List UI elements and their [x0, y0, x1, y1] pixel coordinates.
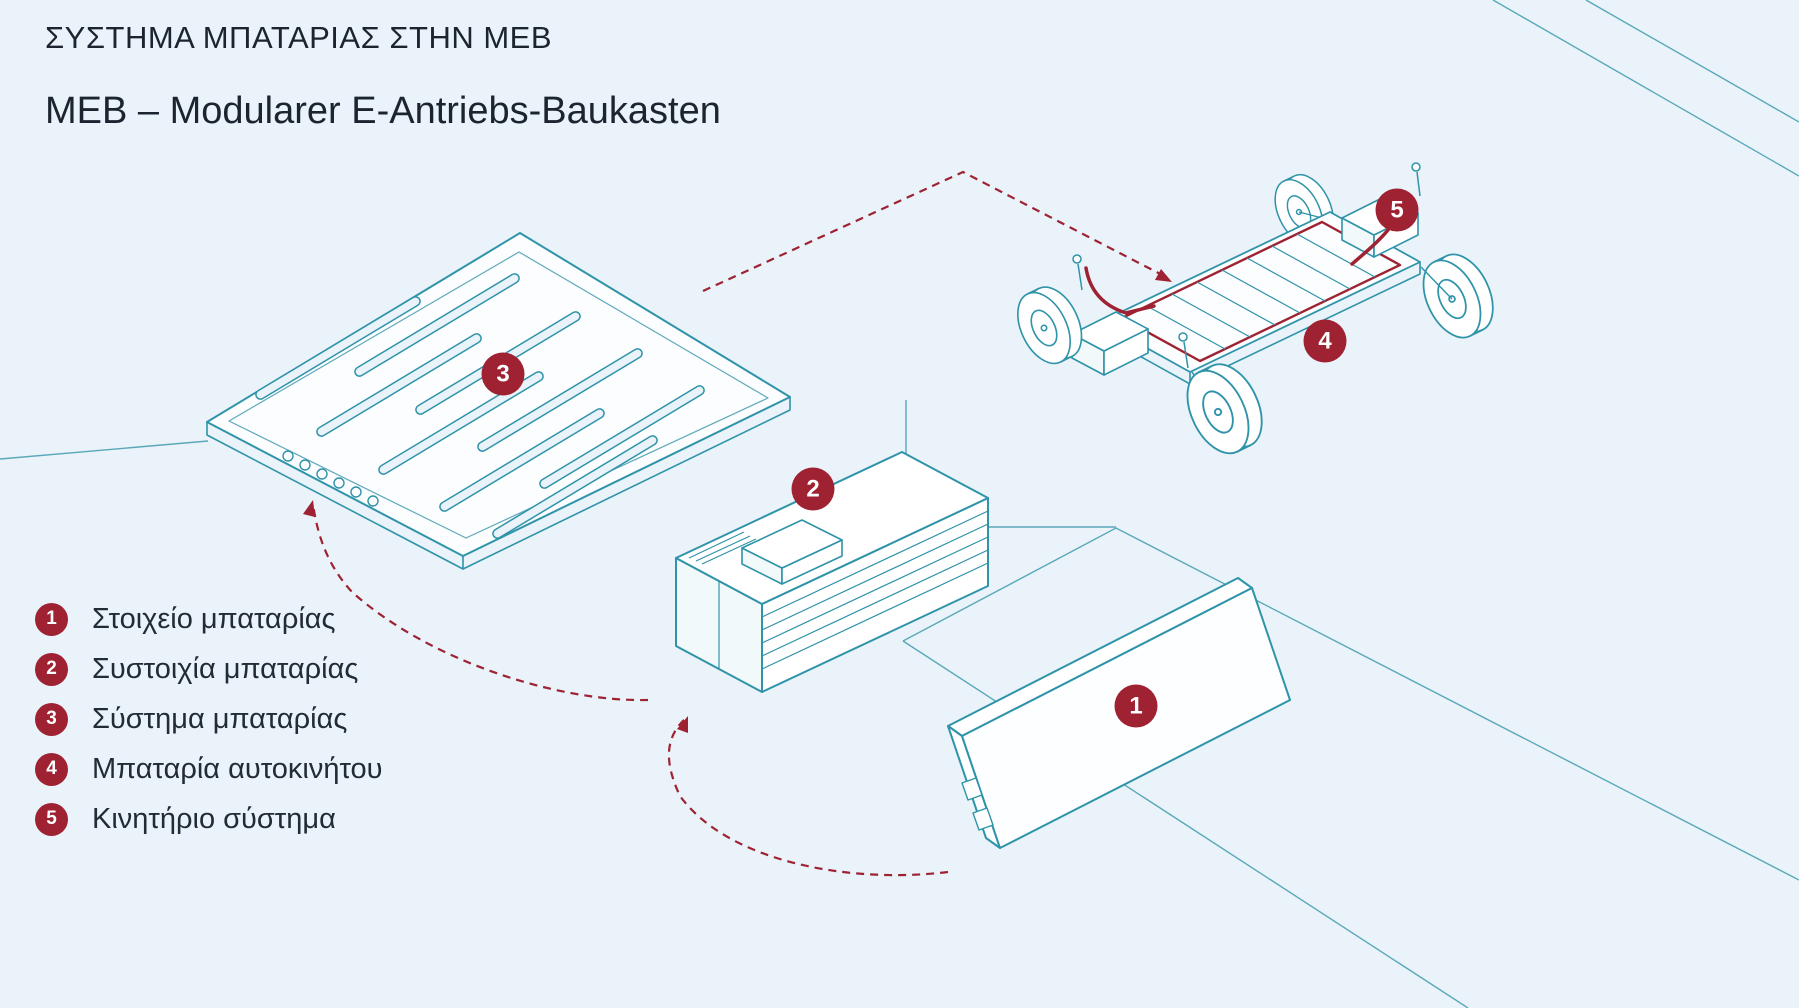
legend-item-battery-module: 2 Συστοιχία μπαταρίας	[35, 644, 383, 694]
legend: 1 Στοιχείο μπαταρίας 2 Συστοιχία μπαταρί…	[35, 594, 383, 844]
legend-label-5: Κινητήριο σύστημα	[92, 802, 336, 835]
legend-label-1: Στοιχείο μπαταρίας	[92, 602, 336, 635]
legend-badge-1: 1	[35, 602, 68, 636]
legend-item-vehicle-battery: 4 Μπαταρία αυτοκινήτου	[35, 744, 383, 794]
battery-system-drawing	[206, 232, 791, 570]
flow-arrowheads	[303, 269, 1172, 733]
legend-label-3: Σύστημα μπαταρίας	[92, 702, 348, 735]
chassis-drawing	[1017, 162, 1494, 455]
page-subtitle: MEB – Modularer E-Antriebs-Baukasten	[45, 90, 721, 132]
battery-module-drawing	[675, 451, 989, 693]
vehicle-battery-tray	[1120, 220, 1402, 363]
marker-drive-unit: 5	[1375, 188, 1419, 232]
legend-badge-2: 2	[35, 652, 68, 686]
legend-label-4: Μπαταρία αυτοκινήτου	[92, 752, 383, 785]
legend-item-drive-unit: 5 Κινητήριο σύστημα	[35, 794, 383, 844]
marker-battery-cell: 1	[1114, 684, 1158, 728]
legend-badge-3: 3	[35, 702, 68, 736]
legend-badge-4: 4	[35, 752, 68, 786]
arrow-cell-to-module	[667, 717, 949, 877]
cover-connector-ports	[282, 450, 379, 507]
legend-item-battery-cell: 1 Στοιχείο μπαταρίας	[35, 594, 383, 644]
marker-vehicle-battery: 4	[1303, 319, 1347, 363]
wheel-front-left	[1017, 286, 1083, 365]
legend-badge-5: 5	[35, 802, 68, 836]
legend-item-battery-system: 3 Σύστημα μπαταρίας	[35, 694, 383, 744]
wheel-rear-right	[1422, 253, 1494, 339]
shock-towers	[1072, 162, 1421, 369]
flow-arrows	[311, 170, 1169, 877]
cell-terminals	[961, 777, 994, 831]
cover-vent-slats	[255, 273, 705, 539]
marker-battery-system: 3	[481, 352, 525, 396]
chassis-deck	[1099, 211, 1421, 373]
arrow-module-to-system	[311, 503, 649, 702]
legend-label-2: Συστοιχία μπαταρίας	[92, 652, 359, 685]
arrow-system-to-vehicle	[702, 170, 1169, 293]
marker-battery-module: 2	[791, 467, 835, 511]
header: ΣΥΣΤΗΜΑ ΜΠΑΤΑΡΙΑΣ ΣΤΗΝ MEB MEB – Modular…	[45, 20, 721, 133]
wheel-front-right	[1186, 363, 1263, 455]
page-title: ΣΥΣΤΗΜΑ ΜΠΑΤΑΡΙΑΣ ΣΤΗΝ MEB	[45, 20, 553, 55]
module-top-block	[741, 519, 843, 585]
